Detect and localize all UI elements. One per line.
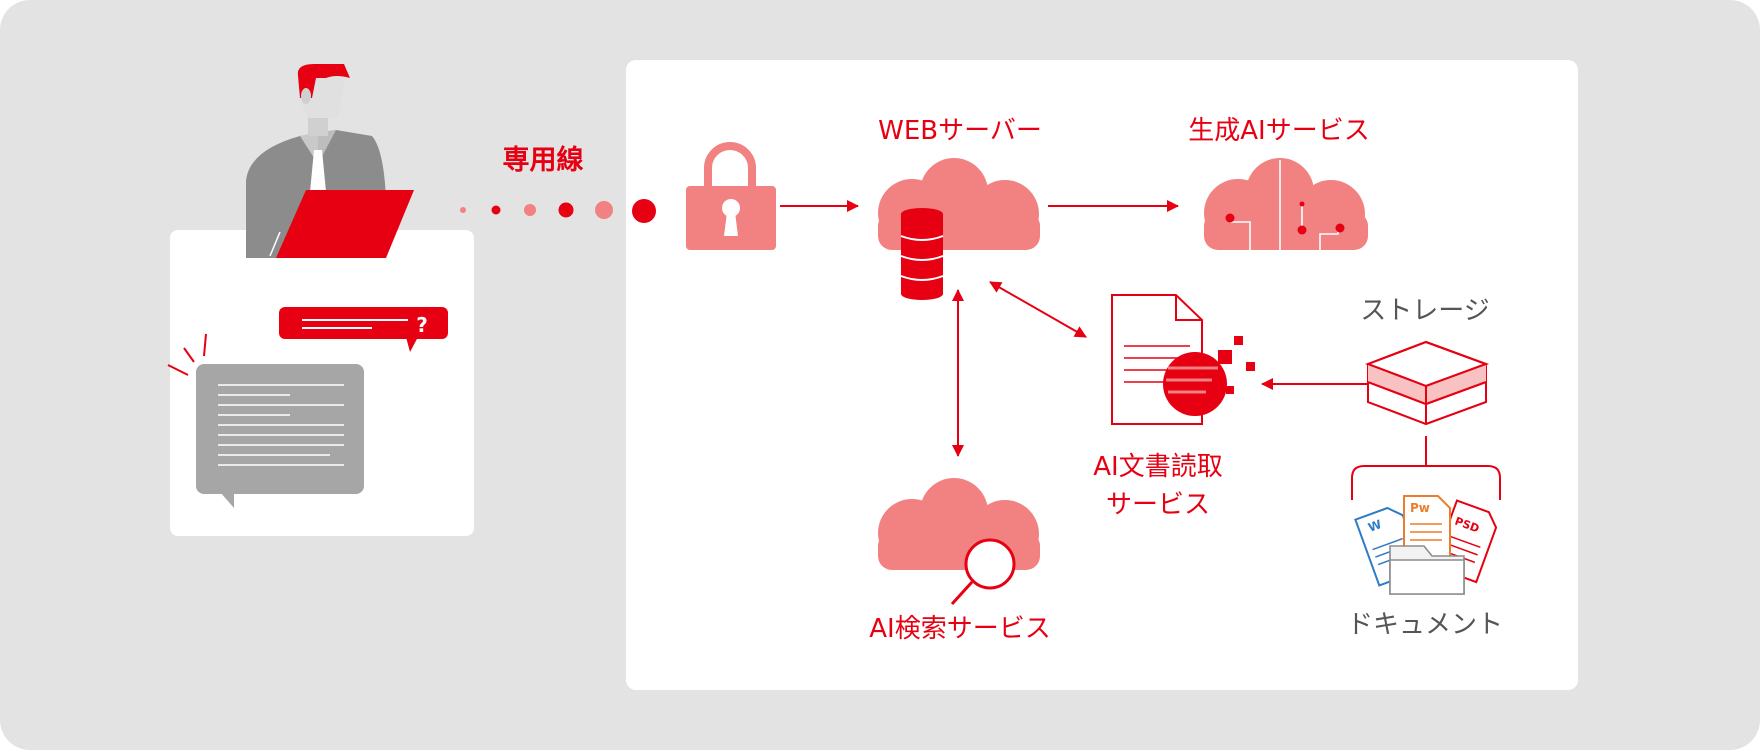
connector-arrows — [780, 200, 1368, 457]
ai-circuit-cloud-icon — [1204, 158, 1368, 250]
lock-icon — [686, 142, 776, 250]
arrow-web-ocr — [989, 281, 1087, 338]
web-server-label: WEBサーバー — [878, 116, 1042, 146]
question-bubble-icon — [279, 307, 448, 352]
dedicated-line-label: 専用線 — [502, 145, 584, 176]
search-cloud-icon — [878, 478, 1040, 606]
storage-icon — [1365, 340, 1489, 426]
answer-bubble-icon — [167, 333, 364, 508]
storage-label: ストレージ — [1360, 296, 1490, 326]
laptop-icon — [269, 190, 414, 258]
generative-ai-label: 生成AIサービス — [1188, 116, 1370, 146]
documents-label: ドキュメント — [1346, 610, 1504, 640]
database-icon — [900, 208, 944, 300]
word-file-label: W — [1366, 517, 1383, 535]
ai-ocr-label-line2: サービス — [1105, 490, 1211, 520]
publisher-file-label: Pw — [1410, 501, 1430, 515]
question-mark-text: ? — [416, 313, 428, 337]
storage-bracket — [1351, 436, 1501, 500]
ai-search-label: AI検索サービス — [869, 614, 1051, 644]
folder-icon — [1389, 545, 1465, 595]
dedicated-line-dots — [460, 199, 656, 223]
document-scan-icon — [1111, 294, 1255, 425]
ai-ocr-label-line1: AI文書読取 — [1093, 452, 1223, 482]
